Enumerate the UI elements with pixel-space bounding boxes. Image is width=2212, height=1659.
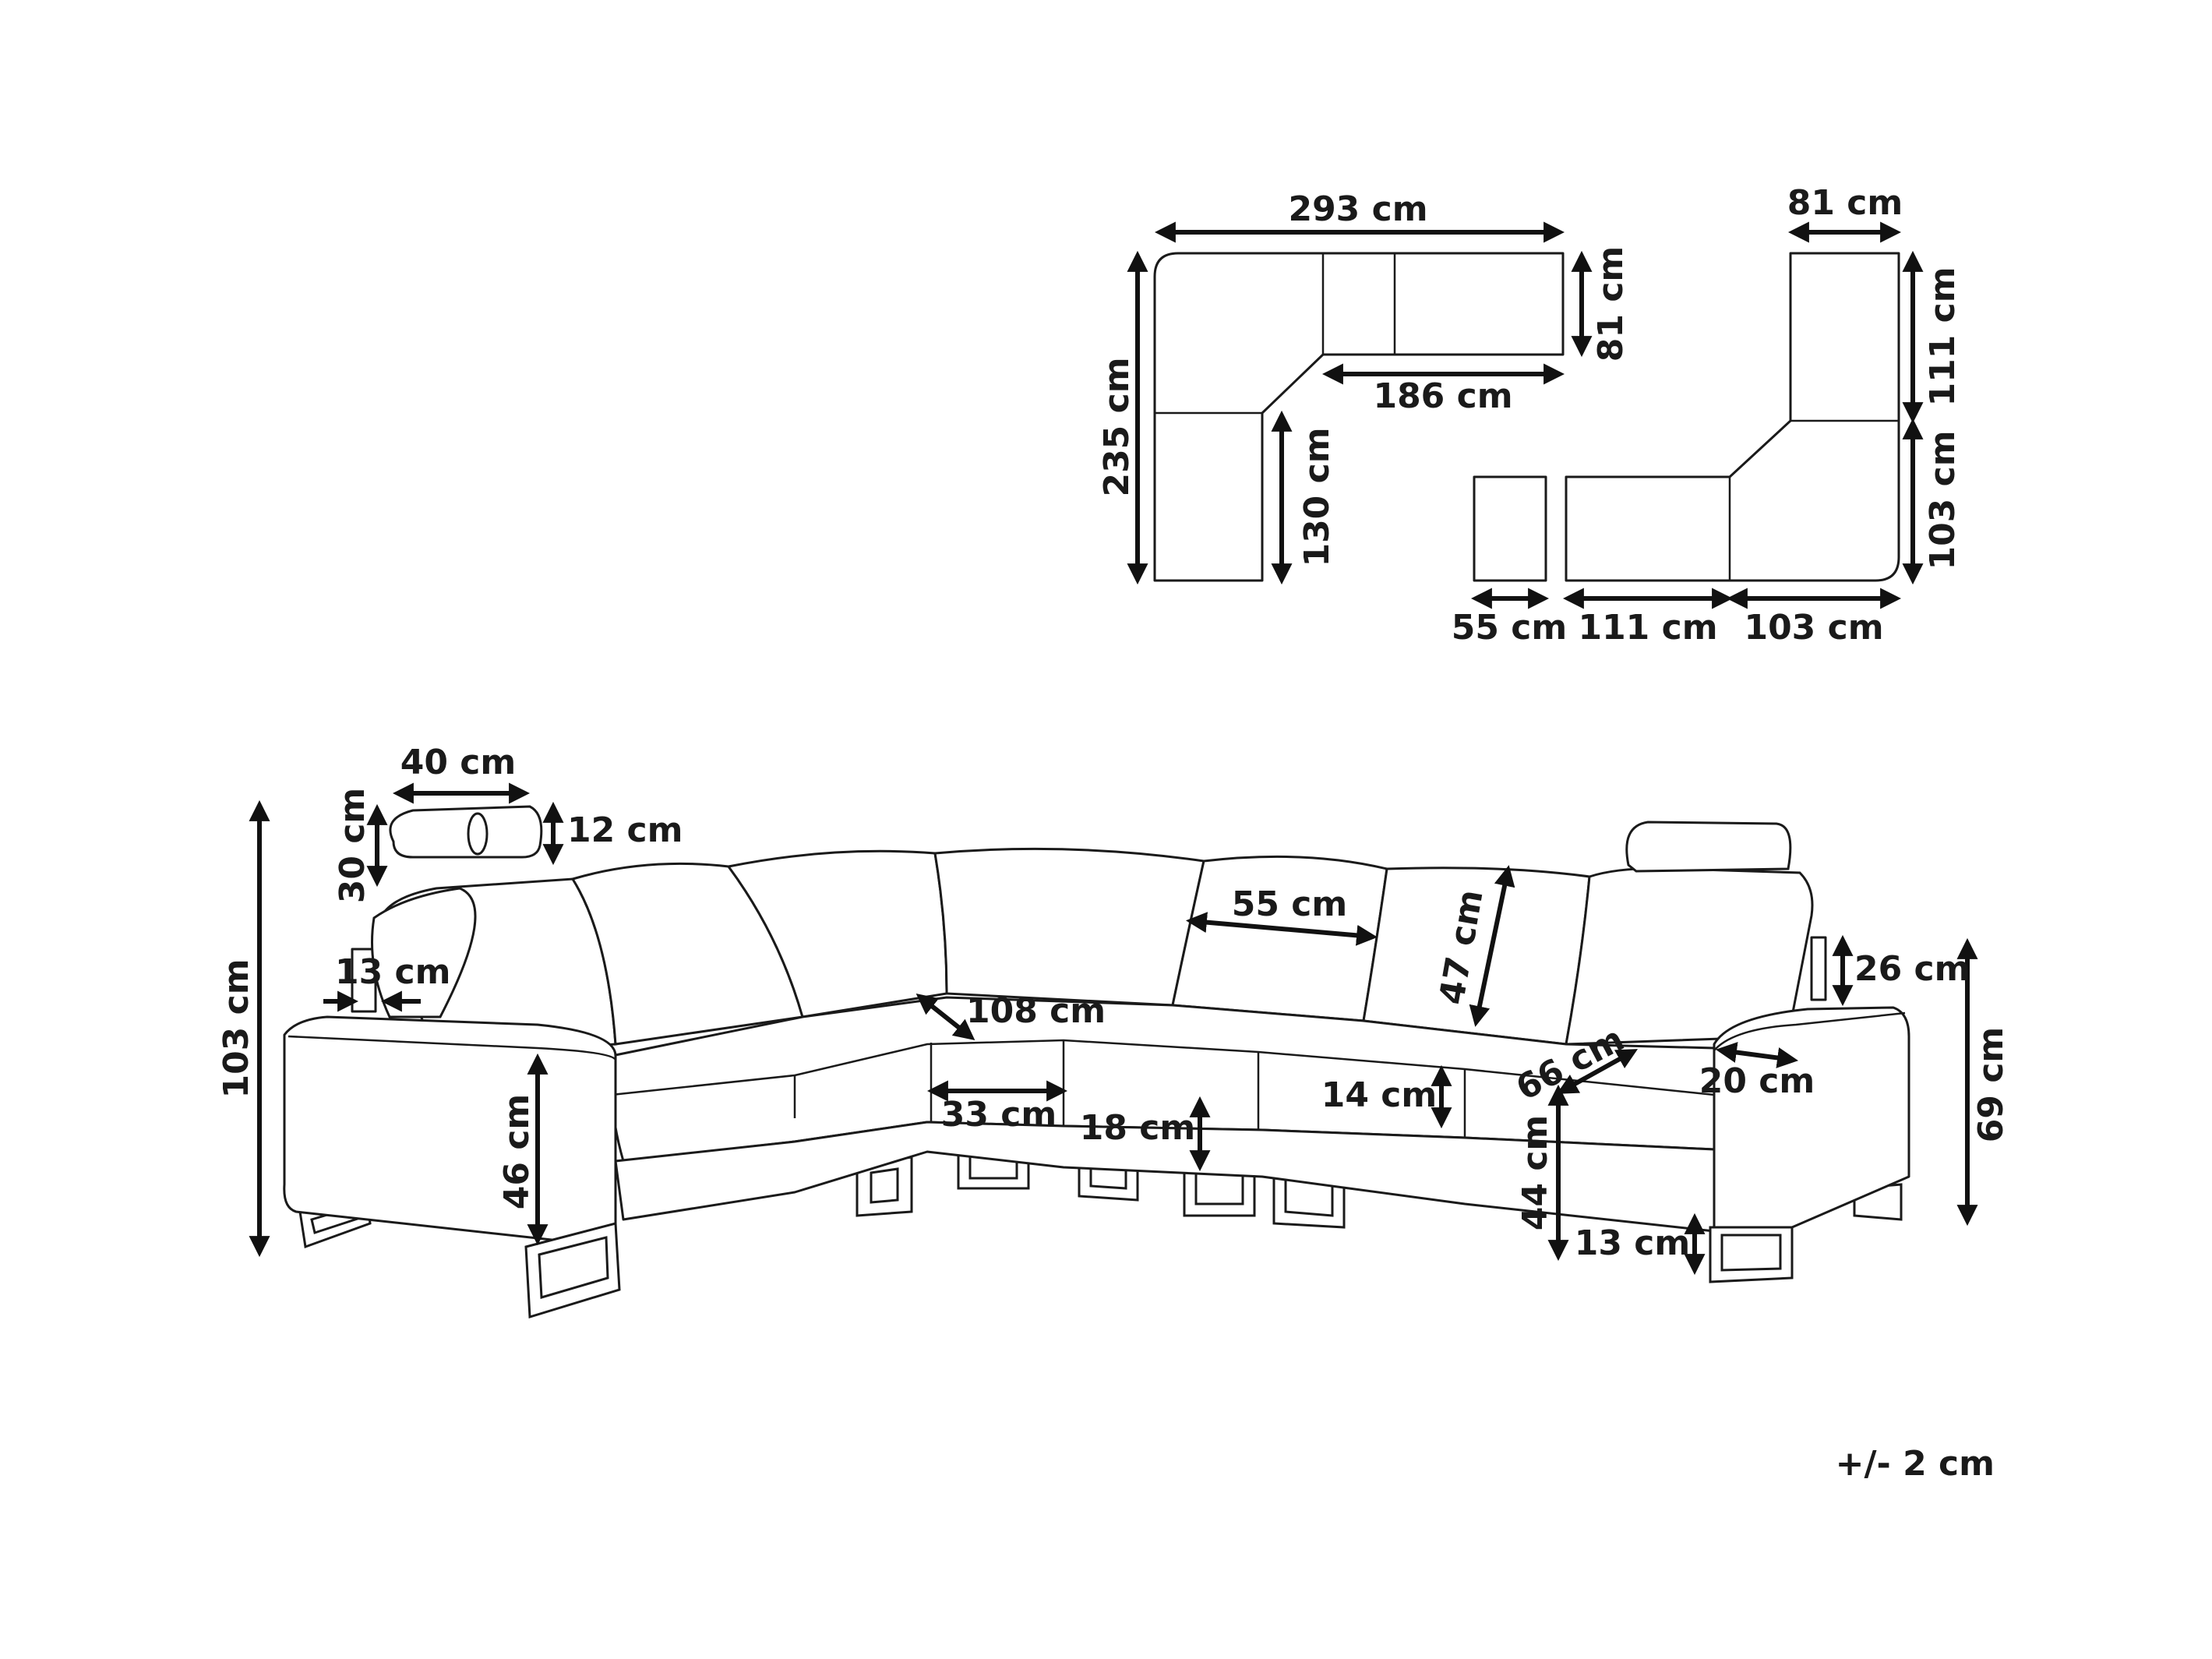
top-plan-right: 81 cm 111 cm 103 cm 55 cm 111 cm 103 cm bbox=[1452, 183, 1963, 648]
label-46: 46 cm bbox=[497, 1094, 537, 1209]
label-20: 20 cm bbox=[1699, 1061, 1815, 1101]
label-55-ottoman: 55 cm bbox=[1452, 608, 1567, 648]
label-293: 293 cm bbox=[1288, 189, 1427, 229]
dim-arrow-108 bbox=[915, 993, 975, 1041]
label-12: 12 cm bbox=[567, 810, 683, 850]
label-44: 44 cm bbox=[1515, 1115, 1555, 1230]
label-55-front: 55 cm bbox=[1232, 884, 1347, 924]
label-81-right: 81 cm bbox=[1787, 183, 1903, 223]
label-13-leg: 13 cm bbox=[1575, 1223, 1690, 1263]
label-40: 40 cm bbox=[400, 743, 516, 782]
label-103-lower: 103 cm bbox=[1923, 430, 1963, 570]
label-69: 69 cm bbox=[1971, 1027, 2011, 1142]
label-111-bottom: 111 cm bbox=[1578, 608, 1717, 648]
top-plan-left: 293 cm 235 cm 81 cm 186 cm 130 cm bbox=[1097, 189, 1631, 585]
label-186: 186 cm bbox=[1373, 376, 1512, 416]
label-30: 30 cm bbox=[333, 788, 372, 903]
label-81-left: 81 cm bbox=[1591, 246, 1631, 362]
label-14: 14 cm bbox=[1321, 1075, 1437, 1115]
label-111-upper: 111 cm bbox=[1923, 266, 1963, 406]
dim-arrow-66 bbox=[1556, 1049, 1639, 1094]
label-18: 18 cm bbox=[1080, 1108, 1195, 1148]
label-103-total: 103 cm bbox=[217, 958, 256, 1098]
dim-arrow-47 bbox=[1469, 865, 1515, 1027]
label-130: 130 cm bbox=[1297, 427, 1337, 567]
label-235: 235 cm bbox=[1097, 357, 1137, 496]
dim-arrow-20 bbox=[1715, 1042, 1799, 1068]
label-13-arm: 13 cm bbox=[335, 952, 450, 992]
label-108: 108 cm bbox=[966, 991, 1106, 1031]
label-26: 26 cm bbox=[1854, 949, 1970, 989]
label-33: 33 cm bbox=[941, 1095, 1057, 1135]
dim-arrow-55-front bbox=[1185, 912, 1378, 946]
label-103-bottom: 103 cm bbox=[1744, 608, 1883, 648]
tolerance-note: +/- 2 cm bbox=[1836, 1444, 1995, 1484]
